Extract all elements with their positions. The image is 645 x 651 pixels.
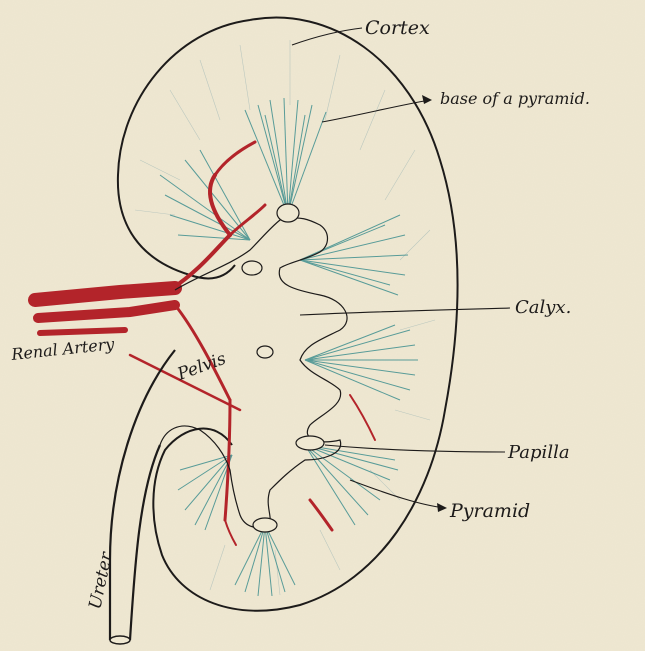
label-calyx: Calyx.	[515, 297, 571, 318]
label-papilla: Papilla	[507, 442, 570, 463]
label-base-of-pyramid: base of a pyramid.	[440, 89, 590, 108]
label-pyramid: Pyramid	[449, 500, 530, 522]
label-cortex: Cortex	[365, 17, 430, 39]
